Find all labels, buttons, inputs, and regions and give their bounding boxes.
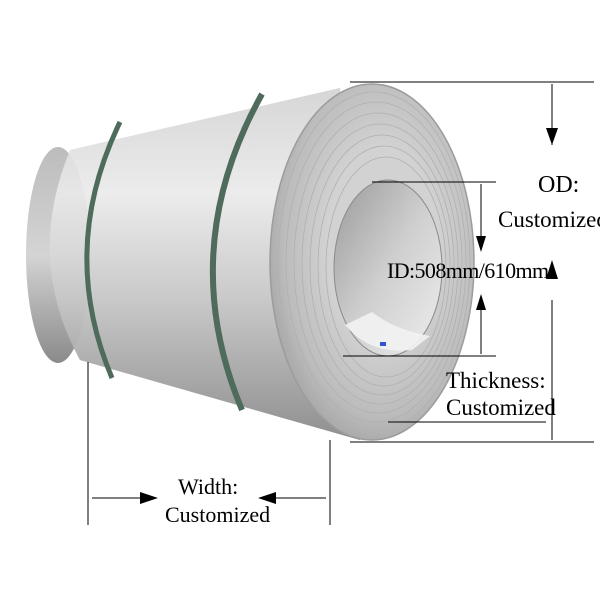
od-value: Customized <box>498 207 600 232</box>
binding-strap-left <box>84 120 123 379</box>
od-label: OD: <box>538 172 580 198</box>
coil-windings <box>277 91 471 433</box>
thickness-value: Customized <box>446 395 556 420</box>
id-label: ID:508mm/610mm <box>387 258 549 283</box>
dimension-lines <box>87 81 594 525</box>
binding-strap-right <box>209 92 265 412</box>
width-value: Customized <box>165 502 271 527</box>
dimension-arrowheads <box>140 128 558 504</box>
width-label: Width: <box>178 474 239 499</box>
thickness-label: Thickness: <box>446 368 546 393</box>
